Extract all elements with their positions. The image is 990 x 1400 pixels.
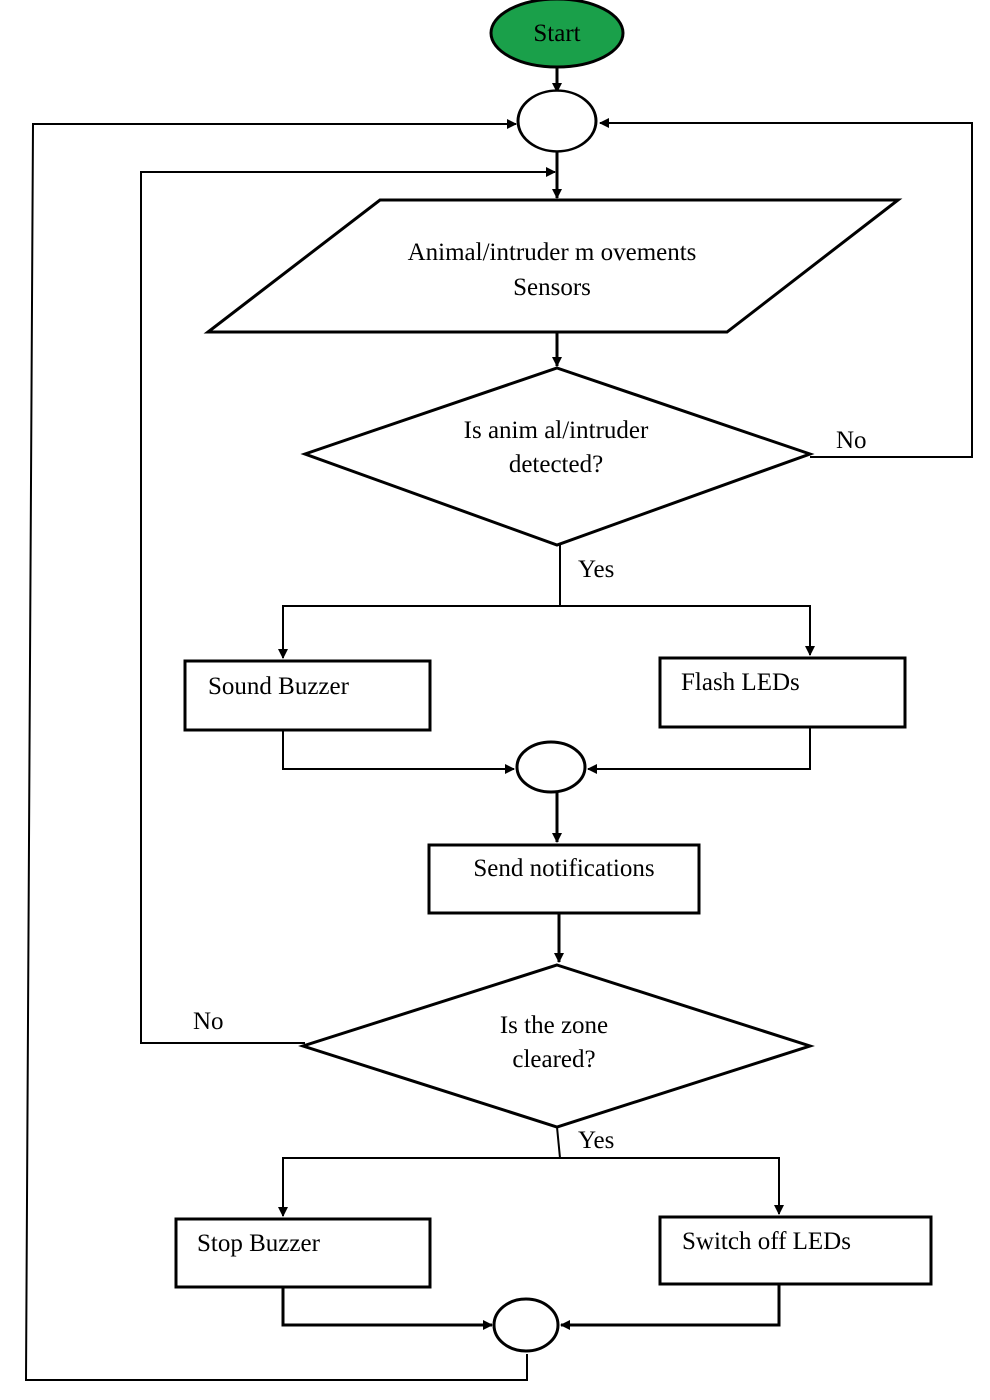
stop-buzzer-node: Stop Buzzer xyxy=(174,1217,432,1289)
junction-middle xyxy=(515,740,587,794)
decision1-node: Is anim al/intruder detected? xyxy=(300,366,815,547)
edge-decision1-yes xyxy=(278,545,561,659)
decision2-no-label: No xyxy=(193,1008,224,1035)
edge-decision1-no xyxy=(599,118,973,458)
decision1-diamond xyxy=(300,366,815,547)
decision2-diamond xyxy=(298,963,815,1129)
send-notifications-label: Send notifications xyxy=(473,855,654,882)
edge-loop-outer-left xyxy=(24,119,528,1381)
switch-off-leds-node: Switch off LEDs xyxy=(658,1215,933,1286)
switch-off-leds-box xyxy=(658,1215,933,1286)
sensors-node: Animal/intruder m ovements Sensors xyxy=(203,198,903,334)
connector-lines xyxy=(24,68,973,1381)
sensors-parallelogram xyxy=(203,198,903,334)
sound-buzzer-box xyxy=(183,659,432,732)
edge-decision2-yes xyxy=(278,1126,562,1217)
decision1-no-label: No xyxy=(836,427,867,454)
sensors-label-line2: Sensors xyxy=(513,274,591,301)
edge-buzzer-to-junction xyxy=(282,731,515,774)
edge-leds-to-junction xyxy=(587,728,811,774)
start-ellipse xyxy=(489,0,625,69)
edge-leds-off-to-junction xyxy=(560,1284,781,1330)
decision1-yes-label: Yes xyxy=(578,556,614,583)
edge-decision1-yes-right xyxy=(560,605,815,656)
edge-decision2-no xyxy=(140,167,556,1044)
start-label: Start xyxy=(533,20,580,47)
decision2-label-line1: Is the zone xyxy=(500,1012,608,1039)
flash-leds-node: Flash LEDs xyxy=(658,656,907,729)
decision2-yes-label: Yes xyxy=(578,1127,614,1154)
start-node: Start xyxy=(489,0,625,69)
flash-leds-label: Flash LEDs xyxy=(681,669,800,696)
decision2-node: Is the zone cleared? xyxy=(298,963,815,1129)
send-notifications-node: Send notifications xyxy=(427,843,701,915)
sound-buzzer-node: Sound Buzzer xyxy=(183,659,432,732)
stop-buzzer-label: Stop Buzzer xyxy=(197,1230,321,1257)
edge-decision2-yes-right xyxy=(560,1157,784,1215)
switch-off-leds-label: Switch off LEDs xyxy=(682,1228,851,1255)
sound-buzzer-label: Sound Buzzer xyxy=(208,673,350,700)
stop-buzzer-box xyxy=(174,1217,432,1289)
send-notifications-box xyxy=(427,843,701,915)
decision1-label-line1: Is anim al/intruder xyxy=(464,417,649,444)
junction-bottom xyxy=(492,1297,560,1353)
flash-leds-box xyxy=(658,656,907,729)
sensors-label-line1: Animal/intruder m ovements xyxy=(408,239,697,266)
junction-top xyxy=(516,89,598,153)
decision2-label-line2: cleared? xyxy=(512,1046,595,1073)
decision1-label-line2: detected? xyxy=(509,451,603,478)
edge-stopbuzzer-to-junction xyxy=(281,1287,493,1330)
